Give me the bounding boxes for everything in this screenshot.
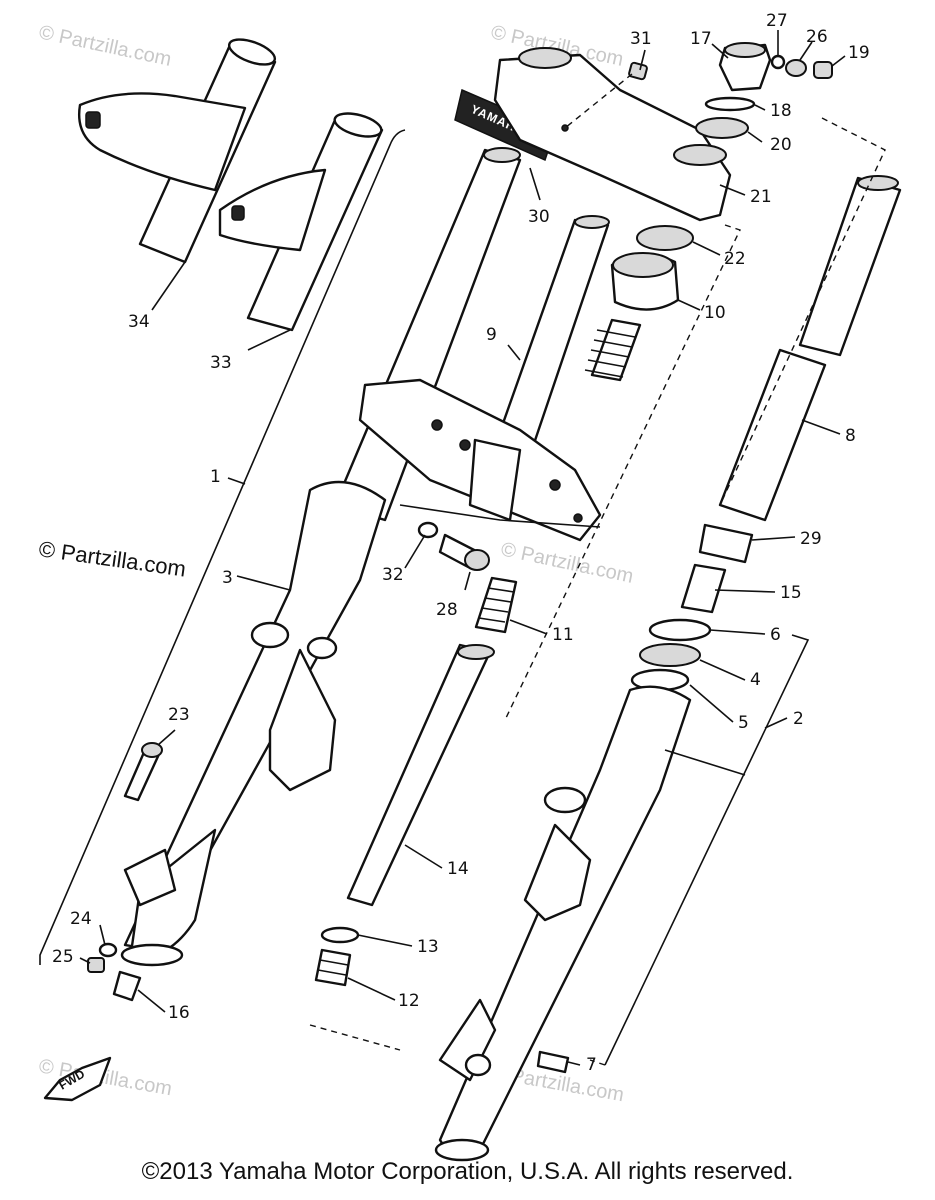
- part-23-bolt: [123, 742, 163, 802]
- part-31-nut: [628, 61, 648, 81]
- leader-lower-bracket-bolts: [399, 504, 601, 528]
- part-21-upper-bracket: [493, 47, 732, 222]
- callout-21: 21: [750, 187, 772, 207]
- watermark-top-left: © Partzilla.com: [37, 21, 173, 71]
- callout-7: 7: [586, 1055, 597, 1075]
- part-10-bearing-race: [610, 252, 680, 311]
- callout-23: 23: [168, 705, 190, 725]
- callout-15: 15: [780, 583, 802, 603]
- callout-11: 11: [552, 625, 574, 645]
- callout-20: 20: [770, 135, 792, 155]
- part-2-right-outer-tube: [434, 685, 692, 1162]
- callout-8: 8: [845, 426, 856, 446]
- callout-31: 31: [630, 29, 652, 49]
- callout-19: 19: [848, 43, 870, 63]
- callout-6: 6: [770, 625, 781, 645]
- callout-32: 32: [382, 565, 404, 585]
- part-8-right-inner-tube: [718, 175, 902, 522]
- callout-14: 14: [447, 859, 469, 879]
- callout-2: 2: [793, 709, 804, 729]
- part-24-washer: [98, 942, 118, 958]
- part-20-bearing-cover: [695, 117, 749, 139]
- callout-13: 13: [417, 937, 439, 957]
- callout-9: 9: [486, 325, 497, 345]
- fork-spring-upper: [584, 318, 642, 382]
- part-7-bolt: [536, 1050, 570, 1074]
- callout-5: 5: [738, 713, 749, 733]
- bracket-dashed-12-13: [309, 1024, 401, 1051]
- part-12-spring: [314, 948, 352, 987]
- callout-28: 28: [436, 600, 458, 620]
- callout-10: 10: [704, 303, 726, 323]
- bracket-dashed-inner: [504, 224, 741, 721]
- part-3-left-outer-tube: [120, 147, 522, 967]
- bracket-dashed-right-top: [719, 117, 886, 506]
- bracket-line-2: [604, 634, 810, 1066]
- under-bracket: [358, 378, 602, 542]
- callout-29: 29: [800, 529, 822, 549]
- callout-3: 3: [222, 568, 233, 588]
- callout-34: 34: [128, 312, 150, 332]
- callout-4: 4: [750, 670, 761, 690]
- part-29-seal: [698, 523, 754, 564]
- part-32-washer: [417, 521, 439, 539]
- part-28-bolt: [438, 533, 490, 571]
- part-11-spring: [474, 576, 518, 634]
- callout-16: 16: [168, 1003, 190, 1023]
- callout-30: 30: [528, 207, 550, 227]
- part-18-ring: [704, 96, 756, 112]
- callout-1: 1: [210, 467, 221, 487]
- callout-24: 24: [70, 909, 92, 929]
- part-4-oil-seal: [639, 643, 701, 667]
- watermark-left-bold: © Partzilla.com: [37, 536, 187, 581]
- bracket-dashed-6: [589, 1059, 606, 1066]
- part-26-spring-washer: [785, 59, 807, 77]
- part-13-ring: [320, 926, 360, 944]
- bracket-line-1: [39, 129, 406, 965]
- callout-25: 25: [52, 947, 74, 967]
- part-14-damper-rod: [346, 643, 495, 907]
- part-25-nut: [87, 957, 105, 973]
- leader-lines: [79, 30, 846, 1066]
- leader-31-to-bracket: [564, 73, 633, 129]
- callout-17: 17: [690, 29, 712, 49]
- part-6-clip: [648, 618, 712, 642]
- part-22-bearing: [636, 225, 694, 251]
- callout-12: 12: [398, 991, 420, 1011]
- callout-26: 26: [806, 27, 828, 47]
- copyright-notice: ©2013 Yamaha Motor Corporation, U.S.A. A…: [141, 1158, 794, 1185]
- part-27-washer: [770, 54, 786, 70]
- part-16-drain-bolt: [112, 970, 142, 1002]
- part-34-headlight-bracket: [78, 38, 277, 264]
- callout-33: 33: [210, 353, 232, 373]
- bracket-line-5: [664, 749, 746, 776]
- callout-27: 27: [766, 11, 788, 31]
- part-15-collar: [680, 563, 727, 614]
- watermark-center: © Partzilla.com: [499, 538, 635, 588]
- part-33-headlight-bracket: [218, 112, 384, 332]
- part-19-nut: [813, 61, 833, 79]
- part-17-crown-nut: [718, 42, 772, 92]
- callout-22: 22: [724, 249, 746, 269]
- callout-18: 18: [770, 101, 792, 121]
